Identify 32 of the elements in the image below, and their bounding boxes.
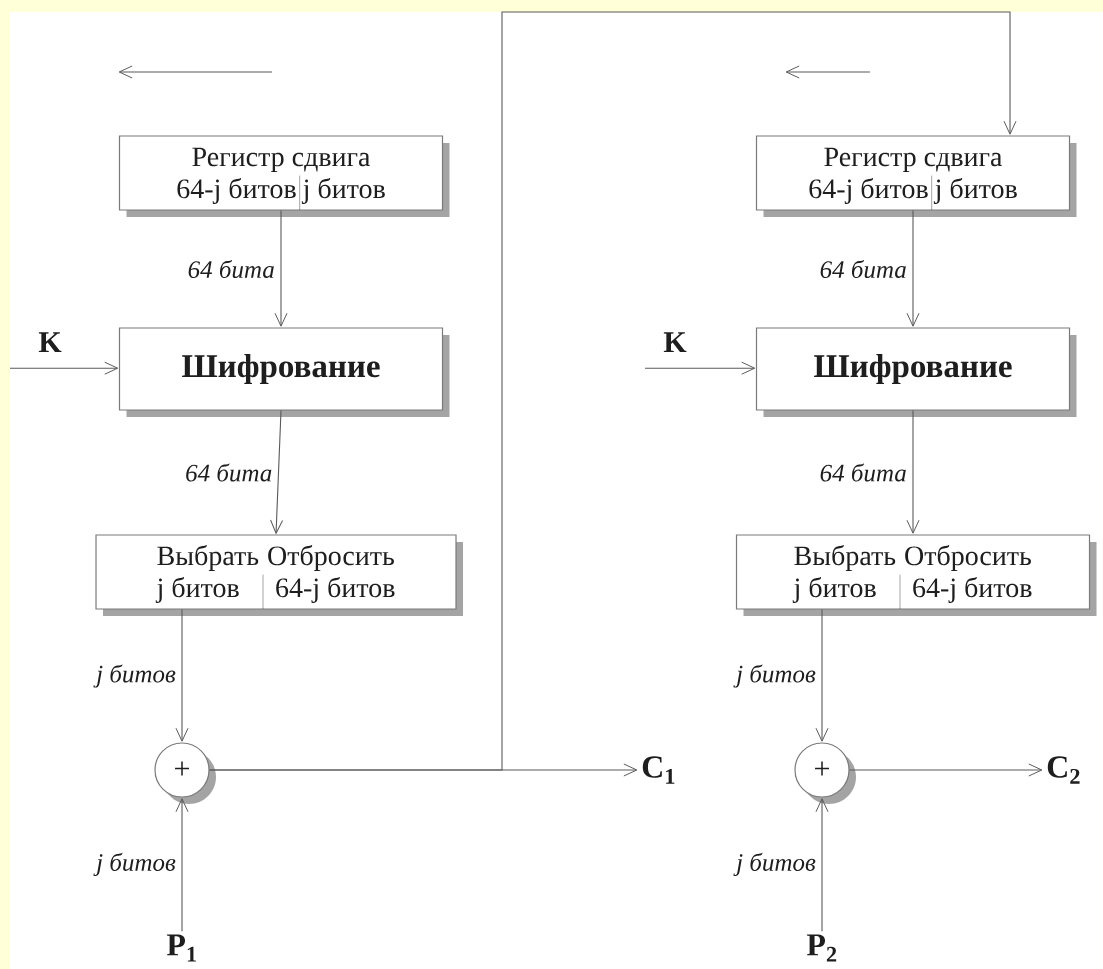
select-box: Выбрать Отбросить j битов 64-j битов <box>95 534 463 616</box>
arrow <box>815 798 829 932</box>
key-label: K <box>38 332 62 352</box>
plaintext-label: P$_{2}$ <box>806 934 837 962</box>
arrow <box>815 609 829 742</box>
shift-register-box: Регистр сдвига 64-j битов j битов <box>755 135 1077 217</box>
edge-label: j битов <box>93 852 176 876</box>
arrow <box>270 410 284 534</box>
encryption-box: Шифрование <box>755 327 1077 417</box>
select-box: Выбрать Отбросить j битов 64-j битов <box>735 534 1097 616</box>
edge-label: 64 бита <box>820 259 906 279</box>
arrow <box>906 410 920 534</box>
shift-register-box: Регистр сдвига 64-j битов j битов <box>118 135 450 217</box>
key-label: K <box>663 332 687 352</box>
encryption-box: Шифрование <box>118 327 450 417</box>
ciphertext-label: C$_{2}$ <box>1047 756 1080 784</box>
plaintext-label: P$_{1}$ <box>166 934 196 962</box>
arrow <box>175 609 189 742</box>
arrow <box>9 361 119 375</box>
edge-label: 64 бита <box>188 259 274 279</box>
arrow <box>274 210 288 327</box>
arrow <box>209 11 1017 771</box>
arrow <box>644 361 756 375</box>
edge-label: 64 бита <box>186 463 272 482</box>
arrow <box>906 210 920 327</box>
edge-label: j битов <box>733 664 816 688</box>
edge-label: j битов <box>93 664 176 688</box>
edge-label: 64 бита <box>820 463 906 482</box>
arrow <box>175 798 189 932</box>
arrow <box>849 763 1043 777</box>
edge-label: j битов <box>733 852 816 876</box>
ciphertext-label: C$_{1}$ <box>642 756 675 784</box>
